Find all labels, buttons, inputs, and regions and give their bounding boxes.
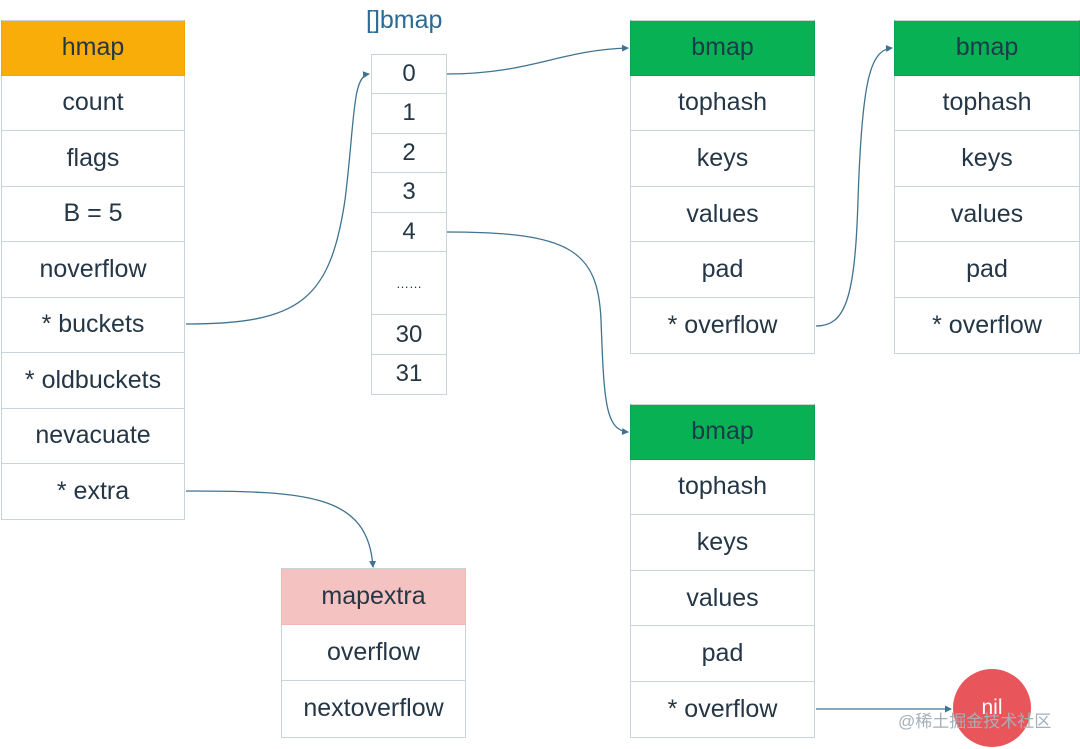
bmap-field-keys: keys: [630, 131, 815, 187]
hmap-field-oldbuckets: * oldbuckets: [1, 353, 185, 409]
bmap-field-pad: pad: [630, 626, 815, 682]
buckets-array: 0 1 2 3 4 …… 30 31: [371, 54, 447, 395]
bmap-struct-bucket-0: bmap tophash keys values pad * overflow: [630, 20, 815, 354]
bmap-struct-overflow: bmap tophash keys values pad * overflow: [894, 20, 1080, 354]
bmap-title: bmap: [630, 404, 815, 460]
bmap-field-overflow: * overflow: [630, 297, 815, 354]
bmap-field-values: values: [630, 186, 815, 243]
arrow-buckets-to-array: [185, 71, 370, 325]
arrow-bmap-overflow-to-bmap: [815, 45, 893, 327]
watermark: @稀土掘金技术社区: [898, 712, 1052, 731]
bmap-title: bmap: [630, 20, 815, 76]
bucket-slot-2: 2: [371, 133, 447, 173]
hmap-struct: hmap count flags B = 5 noverflow * bucke…: [1, 20, 185, 520]
bmap-title: bmap: [894, 20, 1080, 76]
mapextra-field-nextoverflow: nextoverflow: [281, 681, 466, 738]
bmap-field-overflow: * overflow: [894, 297, 1080, 354]
hmap-field-extra: * extra: [1, 464, 185, 520]
hmap-field-nevacuate: nevacuate: [1, 408, 185, 464]
hmap-field-buckets: * buckets: [1, 297, 185, 353]
bucket-slot-30: 30: [371, 315, 447, 355]
mapextra-struct: mapextra overflow nextoverflow: [281, 568, 466, 738]
bucket-slot-ellipsis: ……: [371, 252, 447, 315]
nil-node: nil: [953, 669, 1031, 747]
bmap-field-tophash: tophash: [894, 75, 1080, 132]
bmap-field-tophash: tophash: [630, 459, 815, 516]
bmap-field-keys: keys: [894, 131, 1080, 187]
bucket-slot-31: 31: [371, 355, 447, 395]
bmap-field-values: values: [894, 186, 1080, 243]
bmap-struct-bucket-4: bmap tophash keys values pad * overflow: [630, 404, 815, 738]
bucket-slot-4: 4: [371, 212, 447, 252]
arrow-extra-to-mapextra: [185, 490, 377, 568]
hmap-field-b: B = 5: [1, 186, 185, 242]
hmap-field-flags: flags: [1, 131, 185, 187]
hmap-field-noverflow: noverflow: [1, 242, 185, 298]
bucket-slot-3: 3: [371, 173, 447, 213]
mapextra-field-overflow: overflow: [281, 624, 466, 682]
bmap-field-pad: pad: [630, 242, 815, 298]
hmap-title: hmap: [1, 20, 185, 76]
bmap-field-values: values: [630, 570, 815, 627]
hmap-field-count: count: [1, 75, 185, 131]
bmap-field-overflow: * overflow: [630, 681, 815, 738]
mapextra-title: mapextra: [281, 568, 466, 625]
bmap-field-tophash: tophash: [630, 75, 815, 132]
arrow-slot0-to-bmap: [446, 44, 629, 75]
bmap-field-pad: pad: [894, 242, 1080, 298]
bmap-field-keys: keys: [630, 515, 815, 571]
arrow-slot4-to-bmap: [446, 231, 629, 435]
bucket-slot-1: 1: [371, 94, 447, 134]
bucket-slot-0: 0: [371, 54, 447, 94]
buckets-array-title: []bmap: [366, 6, 443, 34]
